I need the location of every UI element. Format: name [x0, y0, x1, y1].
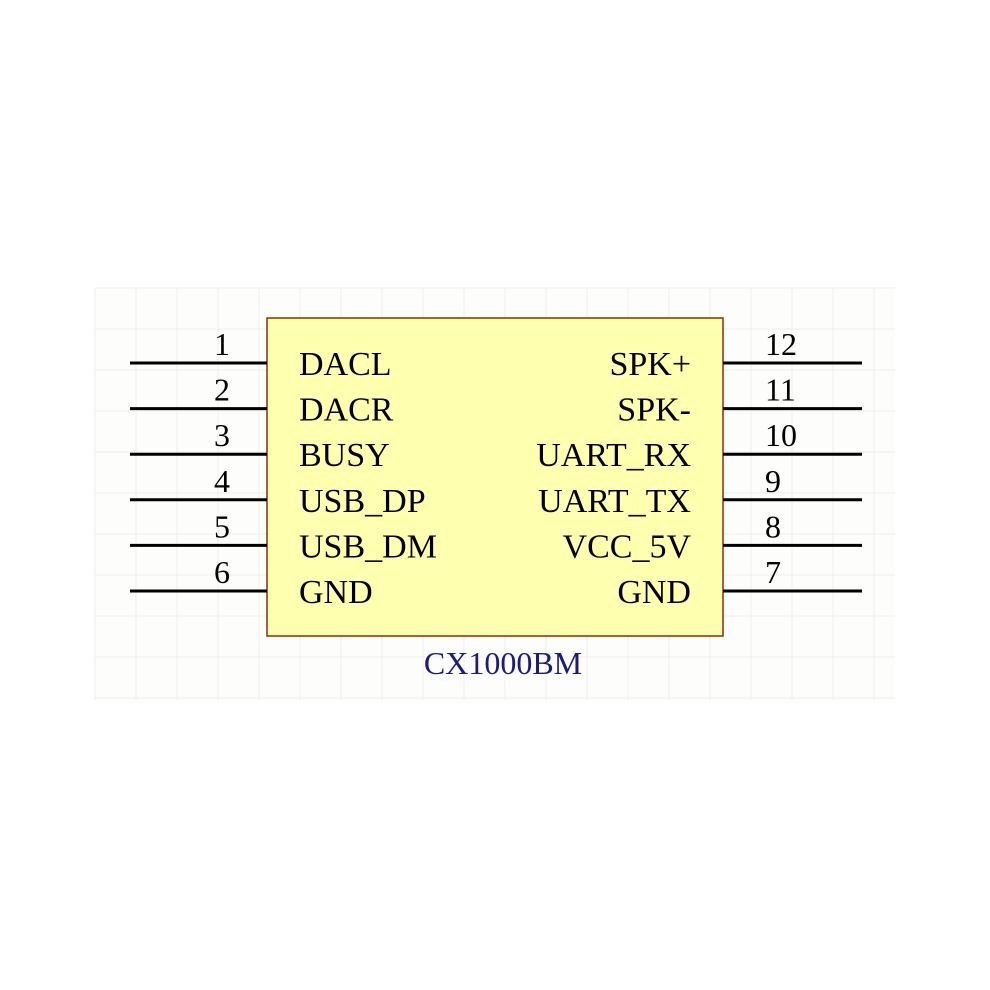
- component-designator: CX1000BM: [424, 645, 582, 681]
- left-pin-2-number: 2: [214, 372, 230, 408]
- right-pin-9-number: 9: [765, 463, 781, 499]
- left-pin-4-number: 4: [214, 463, 230, 499]
- left-pin-5-number: 5: [214, 508, 230, 544]
- right-pin-9-name: UART_TX: [538, 483, 691, 520]
- left-pin-6-number: 6: [214, 554, 230, 590]
- left-pin-5-name: USB_DM: [299, 528, 437, 565]
- right-pin-11-name: SPK-: [617, 392, 691, 429]
- left-pin-1-name: DACL: [299, 346, 392, 383]
- component-body: [266, 317, 724, 637]
- right-pin-12-name: SPK+: [609, 346, 691, 383]
- right-pin-10-number: 10: [765, 417, 797, 453]
- left-pin-2-name: DACR: [299, 392, 394, 429]
- right-pin-7-number: 7: [765, 554, 781, 590]
- left-pin-1-number: 1: [214, 326, 230, 362]
- right-pin-8-number: 8: [765, 508, 781, 544]
- right-pin-7-name: GND: [617, 574, 691, 611]
- right-pin-8-name: VCC_5V: [563, 528, 692, 565]
- right-pin-12-number: 12: [765, 326, 797, 362]
- right-pin-11-number: 11: [765, 372, 796, 408]
- left-pin-6-name: GND: [299, 574, 373, 611]
- right-pin-10-name: UART_RX: [536, 437, 691, 474]
- left-pin-4-name: USB_DP: [299, 483, 426, 520]
- left-pin-3-name: BUSY: [299, 437, 390, 474]
- left-pin-3-number: 3: [214, 417, 230, 453]
